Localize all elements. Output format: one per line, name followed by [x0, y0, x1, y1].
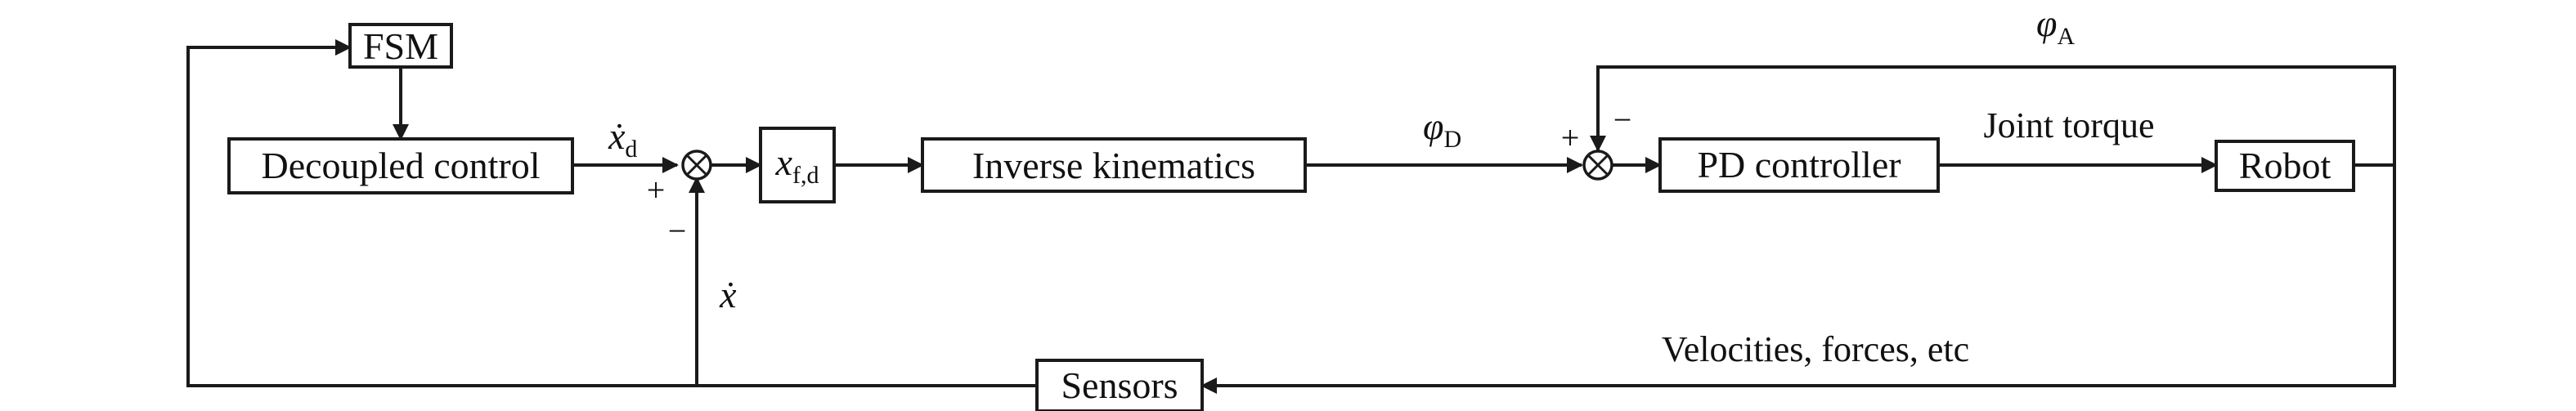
x-fd-label: xf,d	[775, 141, 819, 189]
sum2-plus-sign: +	[1561, 119, 1580, 156]
sum1-plus-sign: +	[647, 172, 666, 208]
pd-controller-block: PD controller	[1658, 137, 1940, 193]
phi-d-subscript: D	[1443, 126, 1461, 153]
xdot-symbol: ẋ	[719, 274, 737, 315]
wire-sensors-to-fsm	[186, 39, 1037, 387]
wire-robot-to-sensors	[1200, 165, 2396, 394]
summing-junction-1	[681, 150, 712, 181]
summing-junction-2	[1582, 150, 1613, 181]
feedback-label: Velocities, forces, etc	[1662, 329, 1969, 369]
xdot-signal-label: ẋ	[719, 274, 737, 315]
decoupled-control-label: Decoupled control	[261, 145, 540, 186]
inverse-kinematics-label: Inverse kinematics	[972, 145, 1255, 186]
phi-a-subscript: A	[2057, 23, 2075, 50]
robot-block: Robot	[2215, 140, 2355, 192]
sum2-minus-sign: −	[1613, 101, 1632, 138]
xdot-d-symbol: ẋ	[608, 115, 626, 157]
phi-a-signal-label: φA	[2036, 2, 2075, 50]
robot-label: Robot	[2239, 145, 2331, 186]
x-fd-block: xf,d	[759, 127, 836, 203]
x-fd-symbol: x	[775, 141, 793, 183]
pd-controller-label: PD controller	[1697, 144, 1901, 185]
phi-d-signal-label: φD	[1423, 105, 1461, 153]
wire-robot-to-sum2-phi-a	[1590, 65, 2396, 167]
inverse-kinematics-block: Inverse kinematics	[921, 137, 1307, 193]
sensors-label: Sensors	[1061, 364, 1178, 406]
fsm-block: FSM	[348, 23, 453, 69]
phi-a-symbol: φ	[2036, 2, 2057, 44]
joint-torque-label: Joint torque	[1984, 105, 2155, 145]
x-fd-subscript: f,d	[792, 162, 819, 189]
sum1-minus-sign: −	[668, 212, 687, 249]
phi-d-symbol: φ	[1423, 105, 1443, 147]
decoupled-control-block: Decoupled control	[227, 137, 574, 194]
xdot-d-signal-label: ẋd	[608, 115, 637, 163]
fsm-label: FSM	[363, 25, 438, 67]
xdot-d-subscript: d	[625, 136, 637, 163]
sensors-block: Sensors	[1035, 359, 1204, 411]
